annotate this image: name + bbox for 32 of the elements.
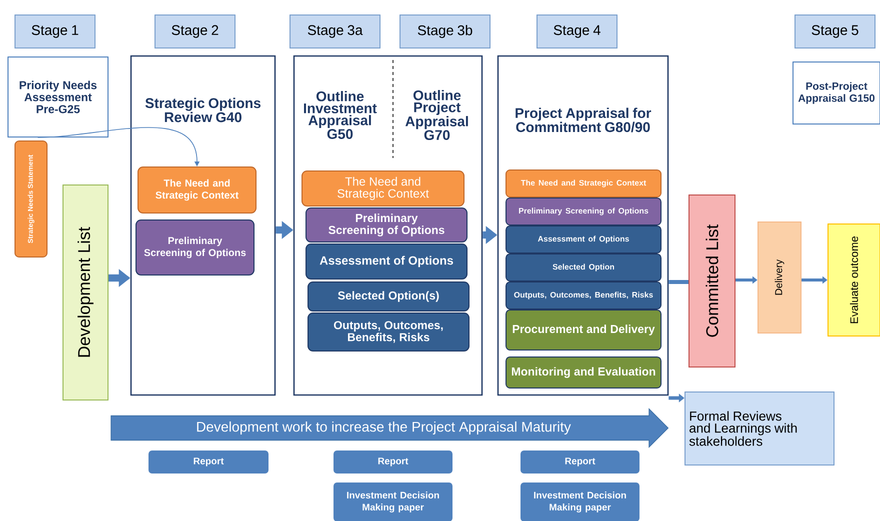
content-box: Assessment of Options [506, 226, 662, 254]
review-box: Formal Reviews and Learnings with stakeholders [684, 392, 834, 466]
paper-box: Investment Decision Making paper [334, 482, 452, 521]
content-box: Outputs, Outcomes, Benefits, Risks [506, 282, 662, 310]
content-box: Outputs, Outcomes, Benefits, Risks [308, 312, 470, 352]
stage-label: Stage 5 [794, 14, 876, 48]
delivery-box: Delivery [758, 222, 802, 334]
content-box: Selected Option [506, 254, 662, 282]
content-box: Selected Option(s) [308, 282, 470, 312]
content-box: Monitoring and Evaluation [506, 356, 662, 388]
assessment-box: Priority Needs Assessment Pre-G25 [8, 56, 108, 138]
list-box: Committed List [688, 194, 736, 368]
stage-label: Stage 4 [536, 14, 618, 48]
stage-label: Stage 3a [290, 14, 380, 48]
content-box: Preliminary Screening of Options [136, 220, 254, 276]
report-box: Report [148, 450, 268, 474]
appraisal-box: Post-Project Appraisal G150 [792, 62, 880, 124]
content-box: The Need and Strategic Context [302, 170, 464, 206]
content-box: Preliminary Screening of Options [506, 198, 662, 226]
paper-box: Investment Decision Making paper [520, 482, 640, 521]
report-box: Report [334, 450, 452, 474]
content-box: The Need and Strategic Context [138, 166, 256, 214]
evaluation-box: Evaluate outcome [828, 224, 880, 336]
stage-label: Stage 3b [400, 14, 490, 48]
content-box: The Need and Strategic Context [506, 170, 662, 198]
content-box: Preliminary Screening of Options [306, 208, 468, 242]
report-box: Report [520, 450, 640, 474]
content-box: Procurement and Delivery [506, 310, 662, 350]
stage-label: Stage 2 [154, 14, 236, 48]
content-box: Assessment of Options [306, 244, 468, 280]
list-box: Development List [62, 184, 108, 400]
stage-label: Stage 1 [14, 14, 96, 48]
